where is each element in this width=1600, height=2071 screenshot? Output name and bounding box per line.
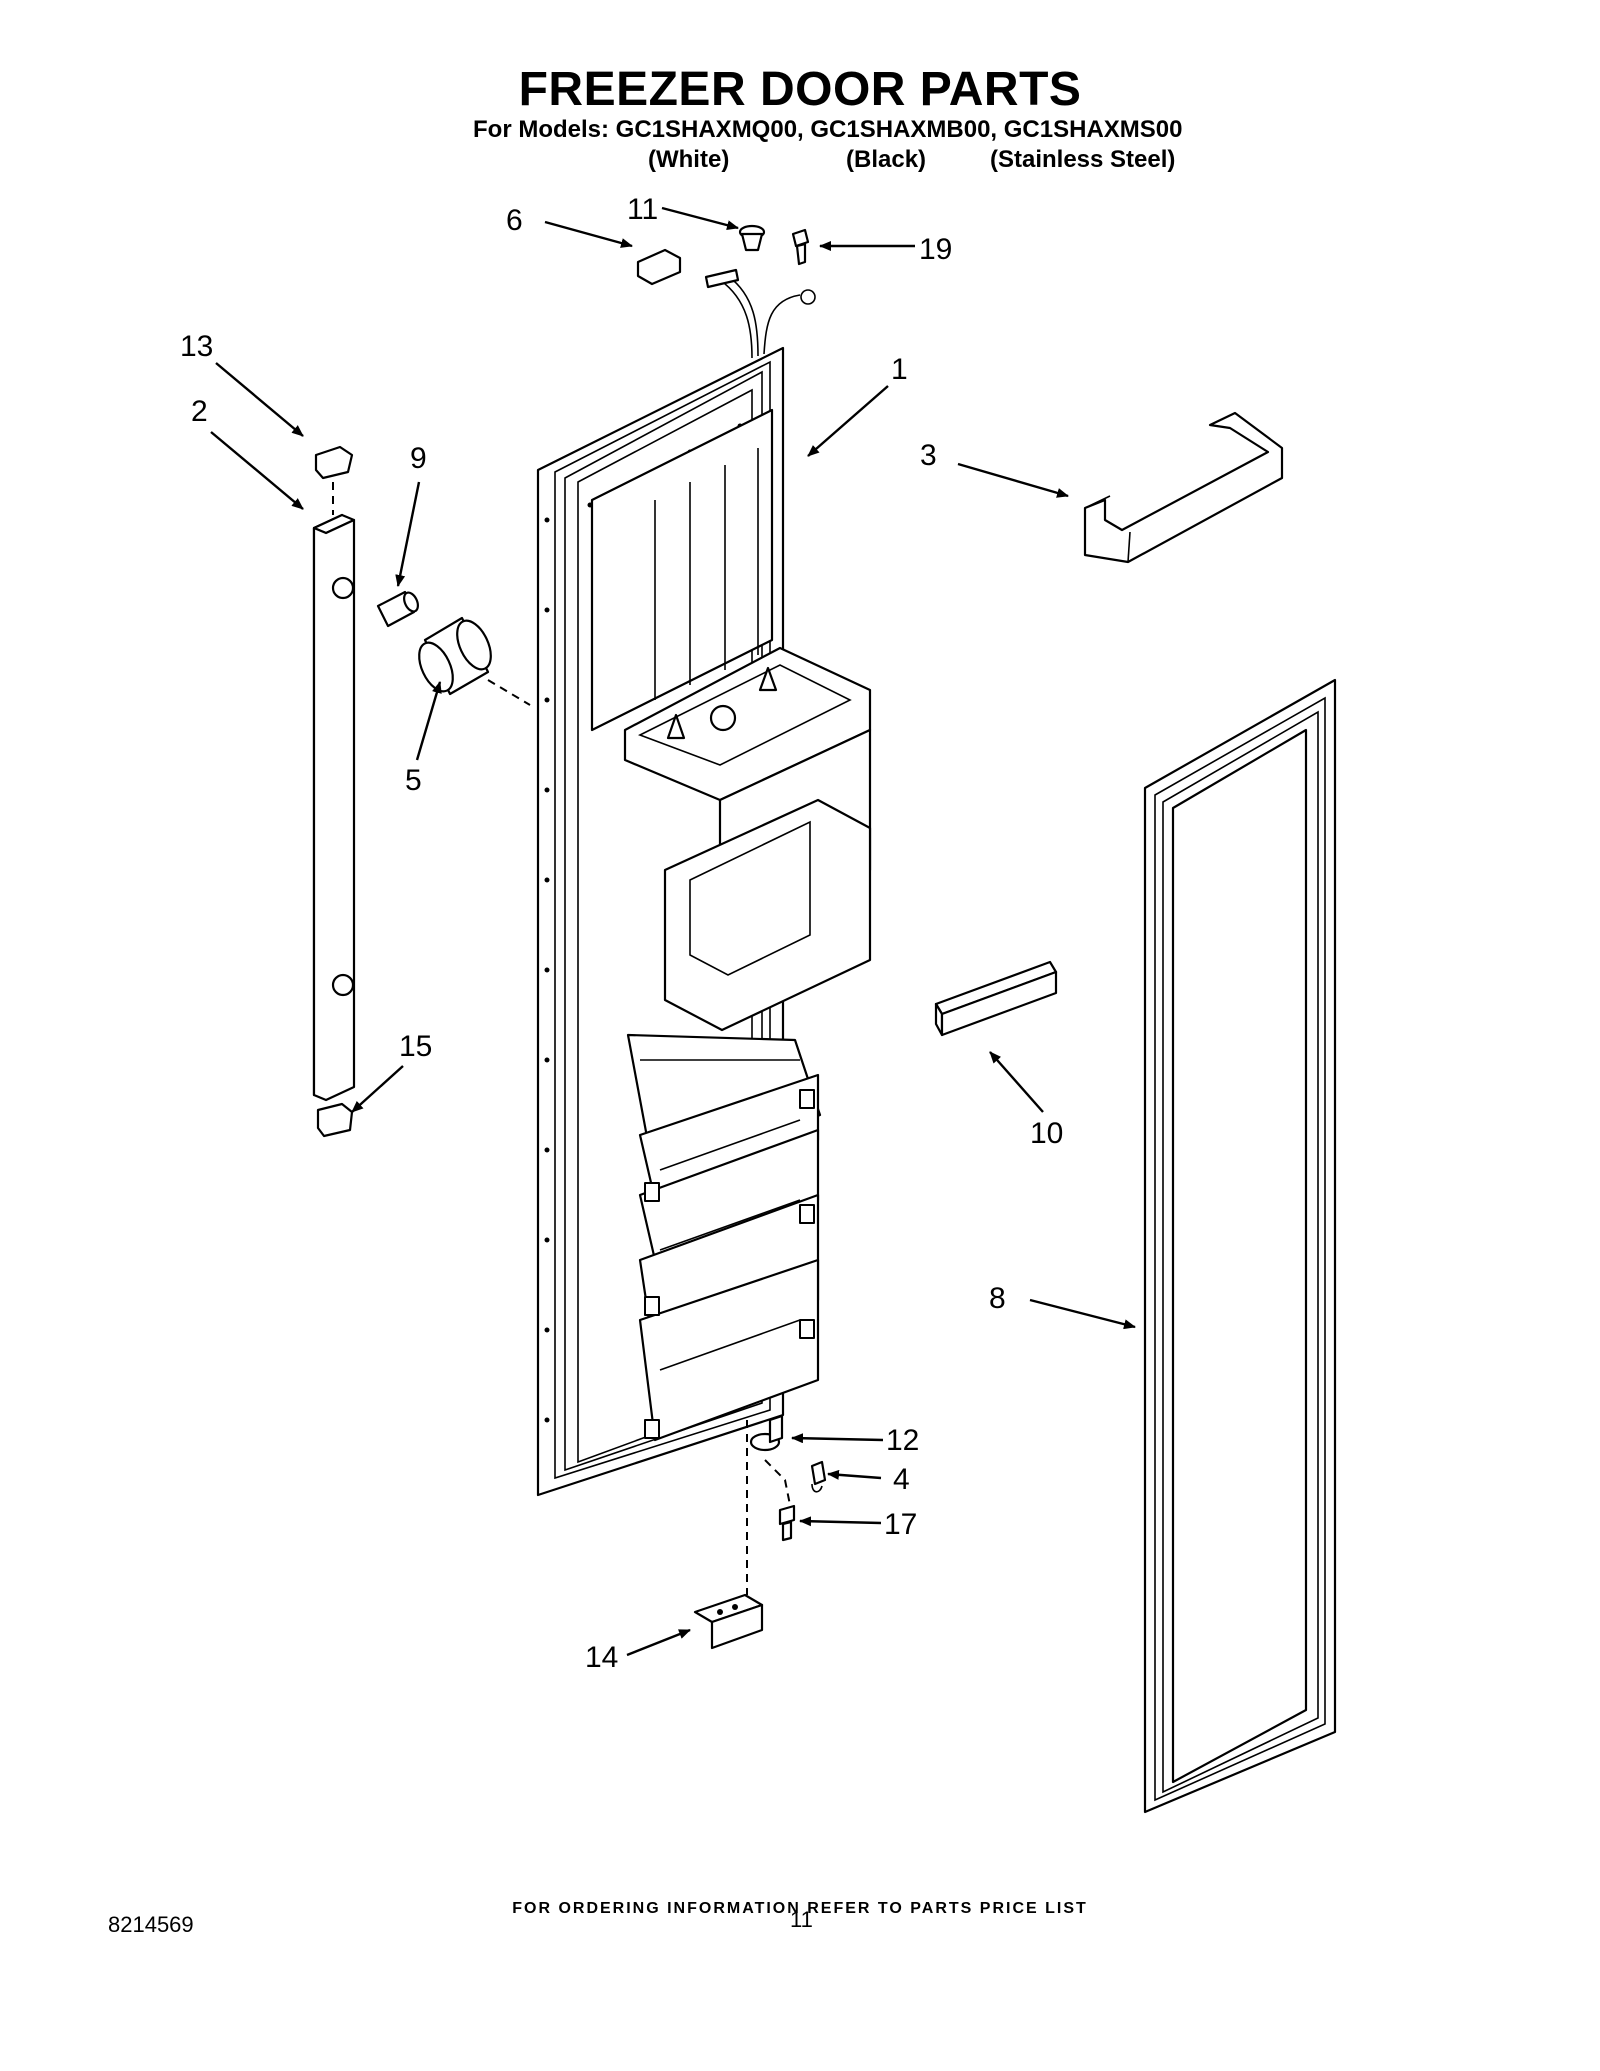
freezer-door-panel: [536, 268, 872, 1497]
light-plug: [738, 224, 766, 252]
callout-11: 11: [627, 193, 658, 226]
callout-5: 5: [405, 764, 422, 797]
callout-3: 3: [920, 439, 937, 472]
handle-spacer: [376, 590, 419, 628]
callout-13: 13: [180, 330, 213, 363]
door-trim-rail: [934, 960, 1058, 1037]
ordering-note: FOR ORDERING INFORMATION REFER TO PARTS …: [512, 1900, 1088, 1917]
callout-8: 8: [989, 1282, 1006, 1315]
callout-4: 4: [893, 1463, 910, 1496]
page-title: FREEZER DOOR PARTS: [518, 63, 1082, 116]
ground-screw: [791, 228, 810, 266]
hinge-screw: [778, 1504, 796, 1542]
model-color-black: (Black): [846, 146, 927, 173]
callout-14: 14: [585, 1641, 618, 1674]
model-color-stainless: (Stainless Steel): [990, 146, 1176, 173]
handle-mount-cylinder: [418, 616, 492, 696]
dashline-5: [487, 679, 531, 706]
door-gasket: [1143, 678, 1337, 1814]
document-number: 8214569: [108, 1912, 194, 1937]
models-line: For Models: GC1SHAXMQ00, GC1SHAXMB00, GC…: [473, 116, 1183, 143]
door-handle: [312, 513, 356, 1102]
callout-12: 12: [886, 1424, 919, 1457]
callout-2: 2: [191, 395, 208, 428]
handle-bottom-cap: [316, 1102, 354, 1138]
bottom-hinge-bracket: [693, 1593, 764, 1650]
handle-top-cap: [314, 445, 354, 480]
callout-10: 10: [1030, 1117, 1063, 1150]
callout-6: 6: [506, 204, 523, 237]
callout-17: 17: [884, 1508, 917, 1541]
hinge-bushing: [810, 1460, 827, 1493]
callout-9: 9: [410, 442, 427, 475]
page-number: 11: [790, 1907, 813, 1932]
dashline-screw: [764, 1459, 791, 1506]
model-color-white: (White): [648, 146, 730, 173]
callout-15: 15: [399, 1030, 432, 1063]
door-shelf-bracket: [1083, 411, 1284, 564]
callout-19: 19: [919, 233, 952, 266]
leader-lines: [210, 206, 1136, 1657]
bottom-hinge-pin: [749, 1414, 784, 1452]
callout-1: 1: [891, 353, 908, 386]
door-switch: [636, 248, 682, 286]
